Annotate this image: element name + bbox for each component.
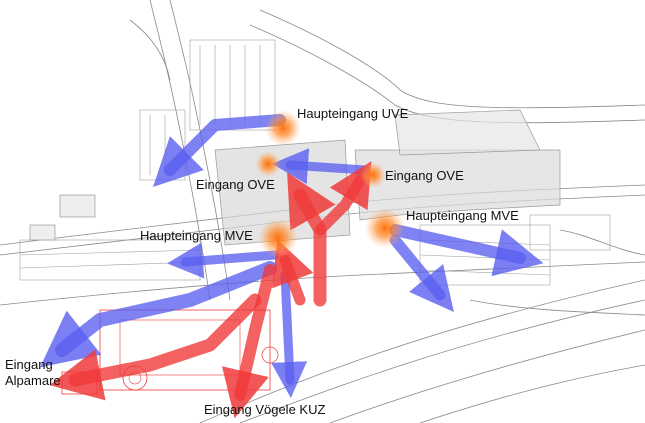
red-arrow-alpamare xyxy=(49,293,262,401)
red-arrow-ove-east xyxy=(314,161,372,236)
blue-arrow-mve-east xyxy=(389,224,544,277)
entrance-glow-mve-left xyxy=(258,218,298,258)
label-eingang-alpamare-line1: Eingang xyxy=(5,357,53,372)
blue-arrow-uve-west xyxy=(153,114,286,187)
red-flow-arrows xyxy=(49,161,372,419)
label-eingang-voegele-kuz: Eingang Vögele KUZ xyxy=(204,402,326,417)
blue-arrow-mve-west xyxy=(167,242,280,279)
label-eingang-alpamare-line2: Alpamare xyxy=(5,373,61,388)
entrance-glow-uve xyxy=(265,110,301,146)
blue-arrow-voegele xyxy=(271,270,308,398)
blue-arrow-ove-link xyxy=(272,148,370,185)
blue-arrow-alpamare xyxy=(40,261,277,368)
blue-flow-arrows xyxy=(40,114,544,398)
entrance-markers xyxy=(255,110,405,258)
label-haupteingang-mve-left: Haupteingang MVE xyxy=(140,228,253,243)
label-eingang-ove-right: Eingang OVE xyxy=(385,168,464,183)
blue-arrow-mve-southeast xyxy=(389,234,454,313)
red-arrow-voegele xyxy=(222,264,276,419)
red-arrow-mve xyxy=(272,239,314,306)
label-haupteingang-uve: Haupteingang UVE xyxy=(297,106,409,121)
entrance-glow-mve-right xyxy=(365,208,405,248)
entrance-glow-ove-left xyxy=(255,151,281,177)
label-haupteingang-mve-right: Haupteingang MVE xyxy=(406,208,519,223)
entrance-glow-ove-right xyxy=(360,162,386,188)
label-eingang-ove-left: Eingang OVE xyxy=(196,177,275,192)
